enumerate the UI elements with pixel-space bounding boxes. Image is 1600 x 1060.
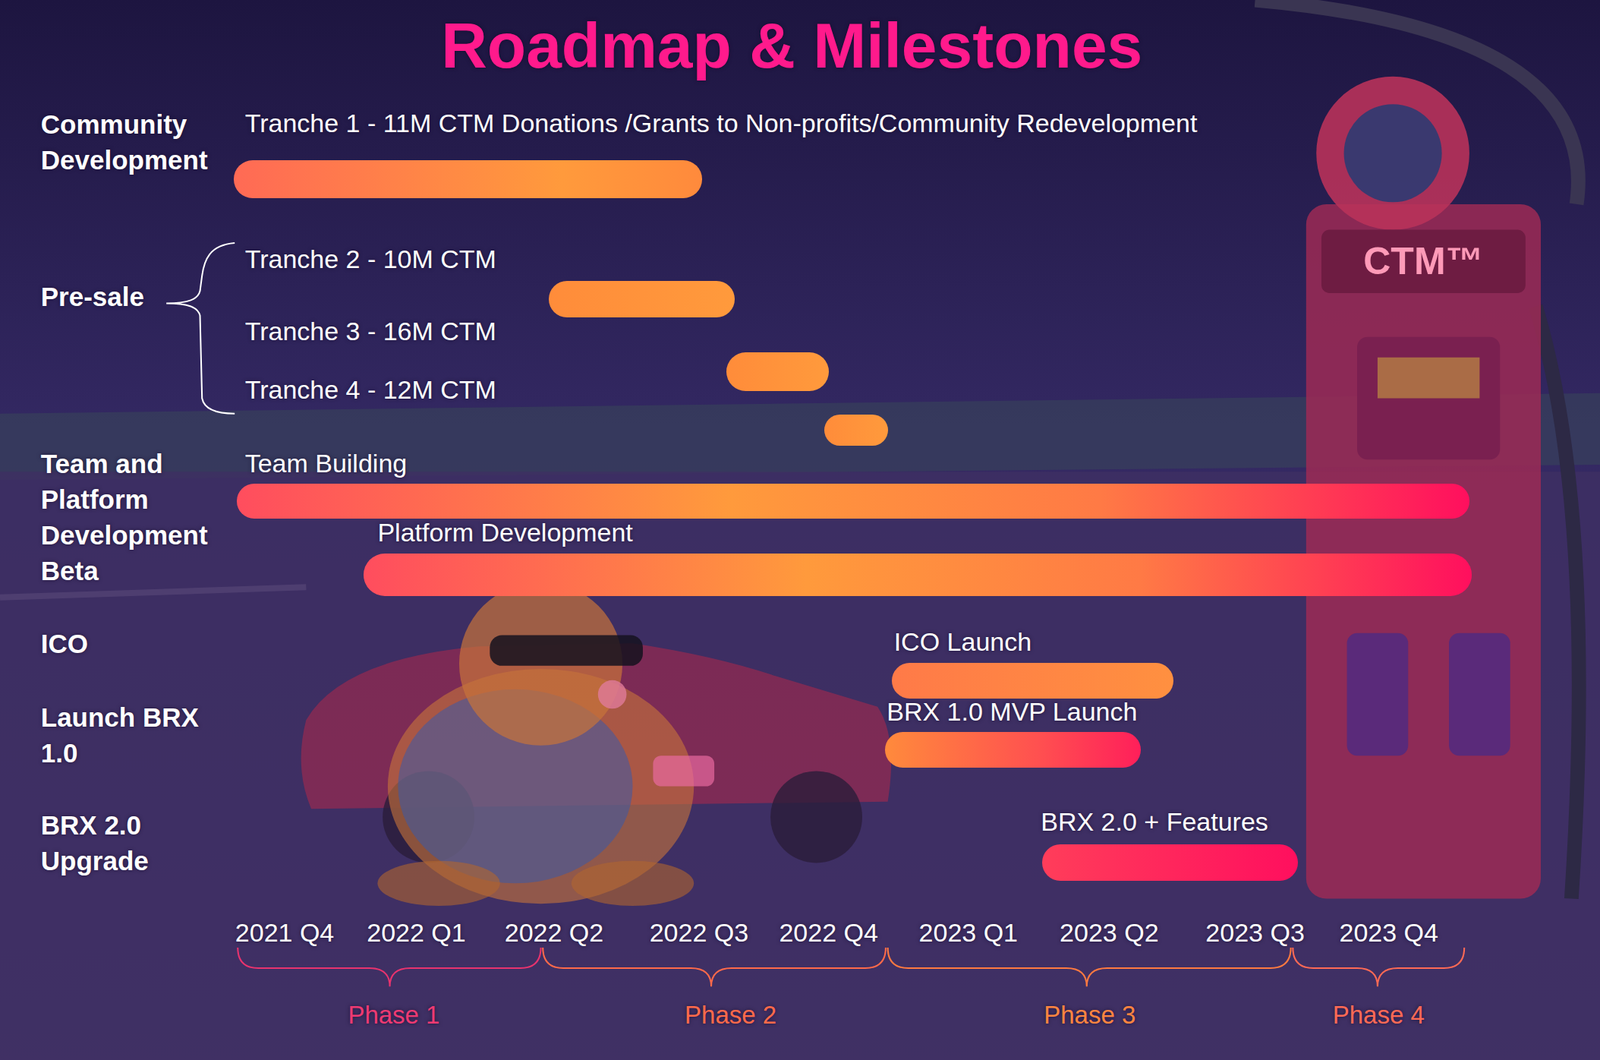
timeline-bar (885, 731, 1141, 768)
bear-sunglasses (489, 635, 643, 666)
pump-sign (1321, 229, 1526, 293)
timeline-band: Platform Development (377, 519, 635, 547)
timeline-bar (1042, 844, 1298, 881)
phase-bracket (888, 947, 1292, 986)
row-heading: Launch BRX 1.0 (40, 699, 231, 771)
pump-display (1377, 357, 1480, 399)
quarter-label: 2022 Q3 (649, 918, 749, 947)
row-heading: Pre-sale (40, 278, 145, 315)
pump-nozzle (1448, 633, 1511, 756)
timeline-band: Tranche 1 - 11M CTM Donations /Grants to… (245, 110, 1200, 138)
phase-bracket (237, 947, 541, 986)
fuel-pump-body (1306, 204, 1541, 899)
milestone-label: Platform Development (377, 519, 633, 547)
bear-nose (598, 680, 627, 709)
pump-screen (1357, 337, 1500, 460)
timeline-band: BRX 2.0 + Features (1040, 808, 1270, 836)
milestone-label: Tranche 3 - 16M CTM (245, 318, 497, 346)
timeline-bar (233, 160, 703, 199)
phase-label: Phase 3 (1043, 1001, 1136, 1029)
quarter-label: 2023 Q1 (919, 918, 1018, 947)
milestone-label: Tranche 2 - 10M CTM (245, 245, 497, 274)
milestone-label: BRX 1.0 MVP Launch (886, 698, 1138, 726)
bear-foot (571, 860, 694, 906)
quarter-label: 2023 Q3 (1205, 918, 1304, 947)
timeline-bar (236, 483, 1470, 519)
quarter-label: 2021 Q4 (235, 918, 334, 947)
row-heading: ICO (40, 625, 89, 662)
timeline-band: Tranche 2 - 10M CTM (245, 245, 499, 274)
timeline-bar (891, 662, 1174, 699)
curly-brace (166, 242, 235, 414)
phone (652, 755, 715, 786)
timeline-bar (726, 352, 829, 391)
timeline-bar (363, 553, 1472, 596)
phase-label: Phase 2 (684, 1001, 777, 1029)
phase-bracket (542, 947, 886, 986)
phase-label: Phase 4 (1332, 1001, 1425, 1029)
pump-logo-text: CTM™ (1363, 240, 1484, 283)
pump-logo (1344, 103, 1443, 202)
phase-label: Phase 1 (347, 1001, 440, 1029)
chart-title: Roadmap & Milestones (440, 10, 1143, 81)
row-heading: Community Development (40, 106, 231, 178)
bear-foot (377, 860, 500, 906)
quarter-label: 2023 Q2 (1059, 918, 1159, 947)
quarter-label: 2023 Q4 (1338, 918, 1438, 947)
pump-nozzle (1347, 633, 1409, 756)
milestone-label: Tranche 1 - 11M CTM Donations /Grants to… (245, 110, 1198, 138)
quarter-label: 2022 Q1 (366, 918, 466, 947)
quarter-label: 2022 Q2 (504, 918, 604, 947)
row-heading: Team and Platform Development Beta (40, 445, 231, 589)
timeline-band: ICO Launch (894, 628, 1034, 656)
milestone-label: Tranche 4 - 12M CTM (245, 376, 497, 404)
quarter-label: 2022 Q4 (778, 918, 878, 947)
car-wheel (770, 770, 863, 863)
timeline-bar (548, 280, 735, 318)
timeline-bar (824, 414, 888, 447)
timeline-band: Team Building (245, 450, 410, 478)
milestone-label: Team Building (245, 450, 408, 478)
row-heading: BRX 2.0 Upgrade (40, 806, 231, 879)
timeline-band: BRX 1.0 MVP Launch (886, 698, 1140, 726)
milestone-label: ICO Launch (894, 628, 1032, 656)
timeline-band: Tranche 4 - 12M CTM (245, 376, 499, 404)
milestone-label: BRX 2.0 + Features (1040, 808, 1269, 836)
timeline-band: Tranche 3 - 16M CTM (245, 318, 499, 346)
fuel-pump-dome (1316, 76, 1470, 230)
phase-bracket (1292, 947, 1465, 986)
hose (1535, 305, 1579, 898)
